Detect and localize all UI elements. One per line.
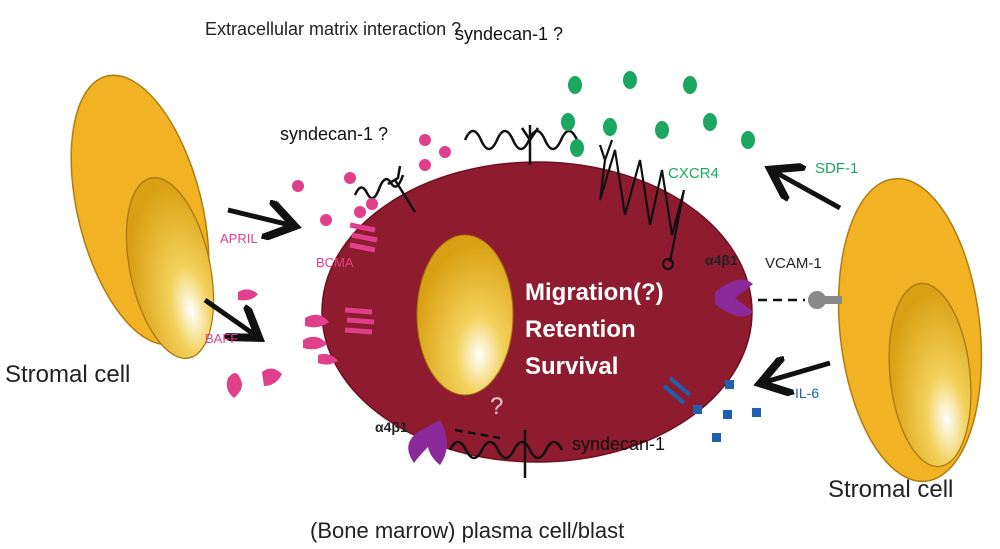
baff-molecules <box>226 289 338 398</box>
stromal-cell-right <box>837 177 983 483</box>
il6-label: IL-6 <box>795 385 819 401</box>
april-arrow-icon <box>227 210 290 225</box>
april-molecules <box>292 134 451 226</box>
bcma-receptor-icon <box>344 222 378 335</box>
diagram-caption: (Bone marrow) plasma cell/blast <box>310 518 624 543</box>
sdf1-arrow-icon <box>775 172 842 211</box>
integrin-right-icon <box>715 279 753 317</box>
plasma-cell <box>321 161 753 463</box>
a4b1-bottom-label: α4β1 <box>375 419 408 435</box>
integrin-bottom-icon <box>408 420 447 465</box>
a4b1-right-label: α4β1 <box>705 252 738 268</box>
sdf1-molecules <box>561 71 755 157</box>
cxcr4-label: CXCR4 <box>668 165 719 182</box>
baff-arrow-icon <box>203 297 255 335</box>
syndecan-top-icon <box>463 125 579 165</box>
function-survival: Survival <box>525 353 618 380</box>
baff-label: BAFF <box>205 331 238 346</box>
syndecan-left-label: syndecan-1 ? <box>280 124 388 144</box>
stromal-cell-left <box>70 74 215 359</box>
april-label: APRIL <box>220 231 258 246</box>
bcma-label: BCMA <box>316 255 354 270</box>
il6-molecules <box>693 380 761 442</box>
vcam1-icon <box>808 291 842 309</box>
nucleus <box>416 234 514 396</box>
il6-receptor-icon <box>662 376 692 405</box>
syndecan-bottom-label: syndecan-1 <box>572 434 665 454</box>
il6-arrow-icon <box>765 363 831 382</box>
nucleus <box>125 177 215 359</box>
nucleus <box>888 282 972 468</box>
sdf1-label: SDF-1 <box>815 160 858 177</box>
stromal-cell-right-label: Stromal cell <box>828 476 953 503</box>
function-migration: Migration(?) <box>525 279 664 306</box>
syndecan-left-icon <box>353 165 417 213</box>
syndecan-bottom-icon <box>448 428 564 478</box>
diagram-title: Extracellular matrix interaction ? <box>205 19 461 39</box>
cxcr4-receptor-icon <box>598 139 686 271</box>
question-mark: ? <box>490 393 503 420</box>
stromal-cell-left-label: Stromal cell <box>5 361 130 388</box>
vcam1-label: VCAM-1 <box>765 255 822 272</box>
function-retention: Retention <box>525 316 636 343</box>
syndecan-top-label: syndecan-1 ? <box>455 24 563 44</box>
